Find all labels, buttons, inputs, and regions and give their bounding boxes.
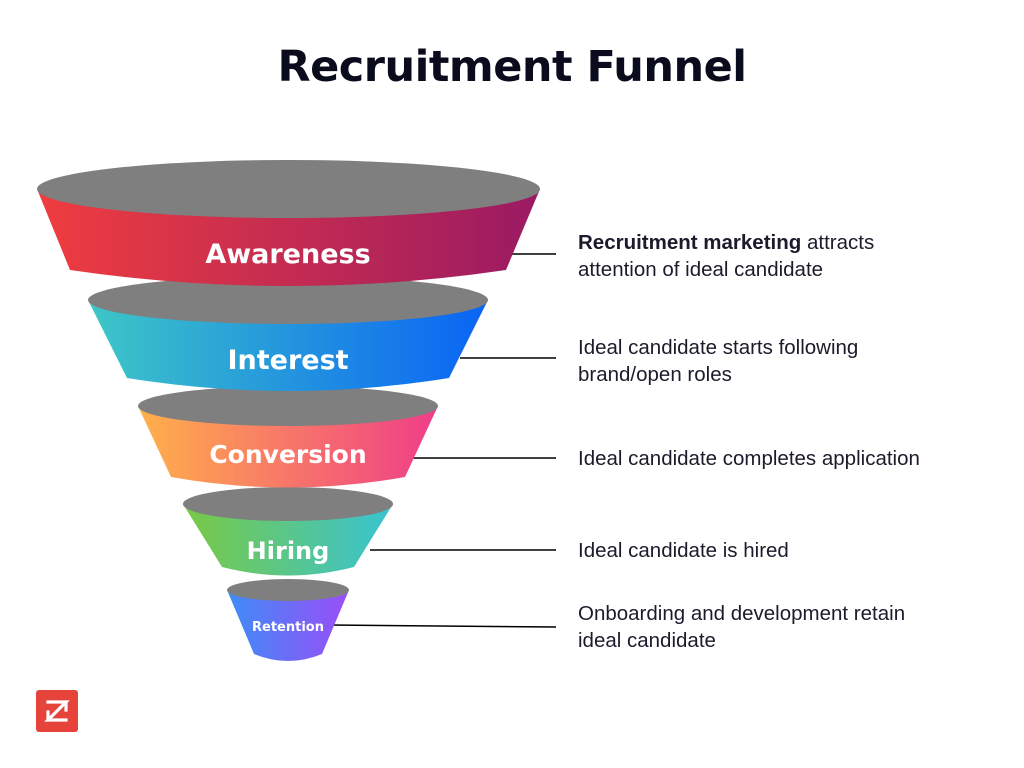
stage-label-conversion: Conversion — [209, 440, 366, 469]
stage-label-hiring: Hiring — [247, 537, 330, 565]
description-interest-line1: Ideal candidate starts following — [578, 336, 859, 359]
stage-label-retention: Retention — [252, 620, 324, 635]
funnel-disc-interest — [88, 276, 488, 324]
description-conversion: Ideal candidate completes application — [578, 445, 1008, 472]
zoominfo-z-arrow-icon — [44, 700, 70, 722]
funnel-stage-conversion: Conversion — [138, 386, 438, 488]
funnel-stage-interest: Interest — [88, 276, 488, 391]
stage-label-awareness: Awareness — [205, 239, 370, 270]
funnel-band-hiring — [183, 504, 393, 576]
funnel-band-conversion — [138, 406, 438, 488]
connector-line-retention — [329, 624, 557, 628]
description-interest-line2: brand/open roles — [578, 363, 732, 386]
funnel-disc-hiring — [183, 487, 393, 521]
description-conversion-line1: Ideal candidate completes application — [578, 447, 920, 470]
funnel-band-interest — [88, 300, 488, 391]
description-retention-line1: Onboarding and development retain — [578, 602, 906, 625]
funnel-stage-retention: Retention — [227, 579, 349, 661]
funnel-band-retention — [227, 590, 349, 661]
description-awareness-line1-rest: attracts — [801, 231, 875, 254]
funnel-stage-awareness: Awareness — [37, 160, 540, 286]
description-interest: Ideal candidate starts following brand/o… — [578, 334, 1008, 388]
funnel-disc-conversion — [138, 386, 438, 426]
description-awareness: Recruitment marketing attracts attention… — [578, 229, 1008, 283]
description-awareness-lead: Recruitment marketing — [578, 231, 802, 254]
funnel-disc-awareness — [37, 160, 540, 218]
description-hiring: Ideal candidate is hired — [578, 537, 1008, 564]
page-title: Recruitment Funnel — [277, 42, 747, 92]
funnel-disc-retention — [227, 579, 349, 601]
description-retention: Onboarding and development retain ideal … — [578, 600, 1008, 654]
description-awareness-line2: attention of ideal candidate — [578, 258, 824, 281]
brand-logo — [36, 690, 78, 732]
stage-label-interest: Interest — [227, 345, 348, 376]
description-hiring-line1: Ideal candidate is hired — [578, 539, 789, 562]
funnel-stage-hiring: Hiring — [183, 487, 393, 576]
description-retention-line2: ideal candidate — [578, 629, 716, 652]
